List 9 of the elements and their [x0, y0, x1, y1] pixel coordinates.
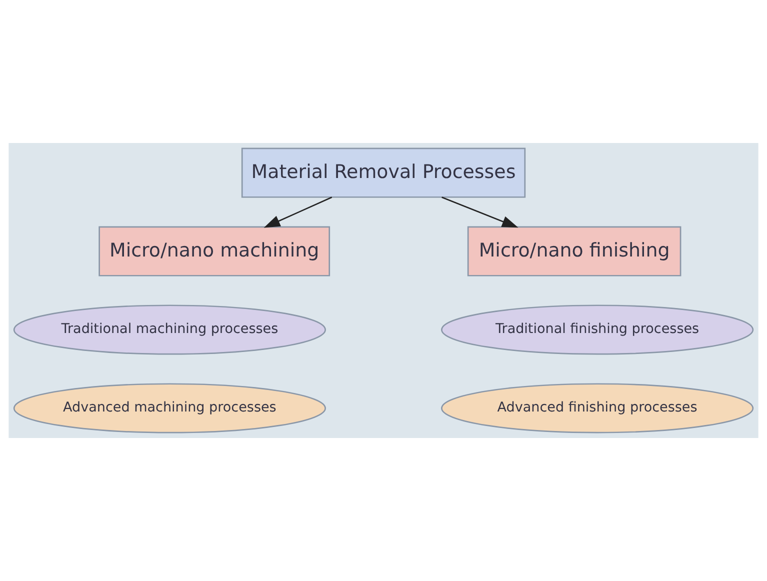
arrow	[442, 196, 518, 228]
node-ellipse: Traditional finishing processes	[441, 304, 754, 355]
node-box: Micro/nano machining	[98, 226, 330, 276]
node-ellipse: Traditional machining processes	[13, 304, 326, 355]
arrow	[264, 196, 332, 228]
node-box: Material Removal Processes	[241, 148, 526, 198]
node-ellipse: Advanced machining processes	[13, 383, 326, 434]
node-box: Micro/nano finishing	[467, 226, 682, 276]
node-ellipse: Advanced finishing processes	[441, 383, 754, 434]
